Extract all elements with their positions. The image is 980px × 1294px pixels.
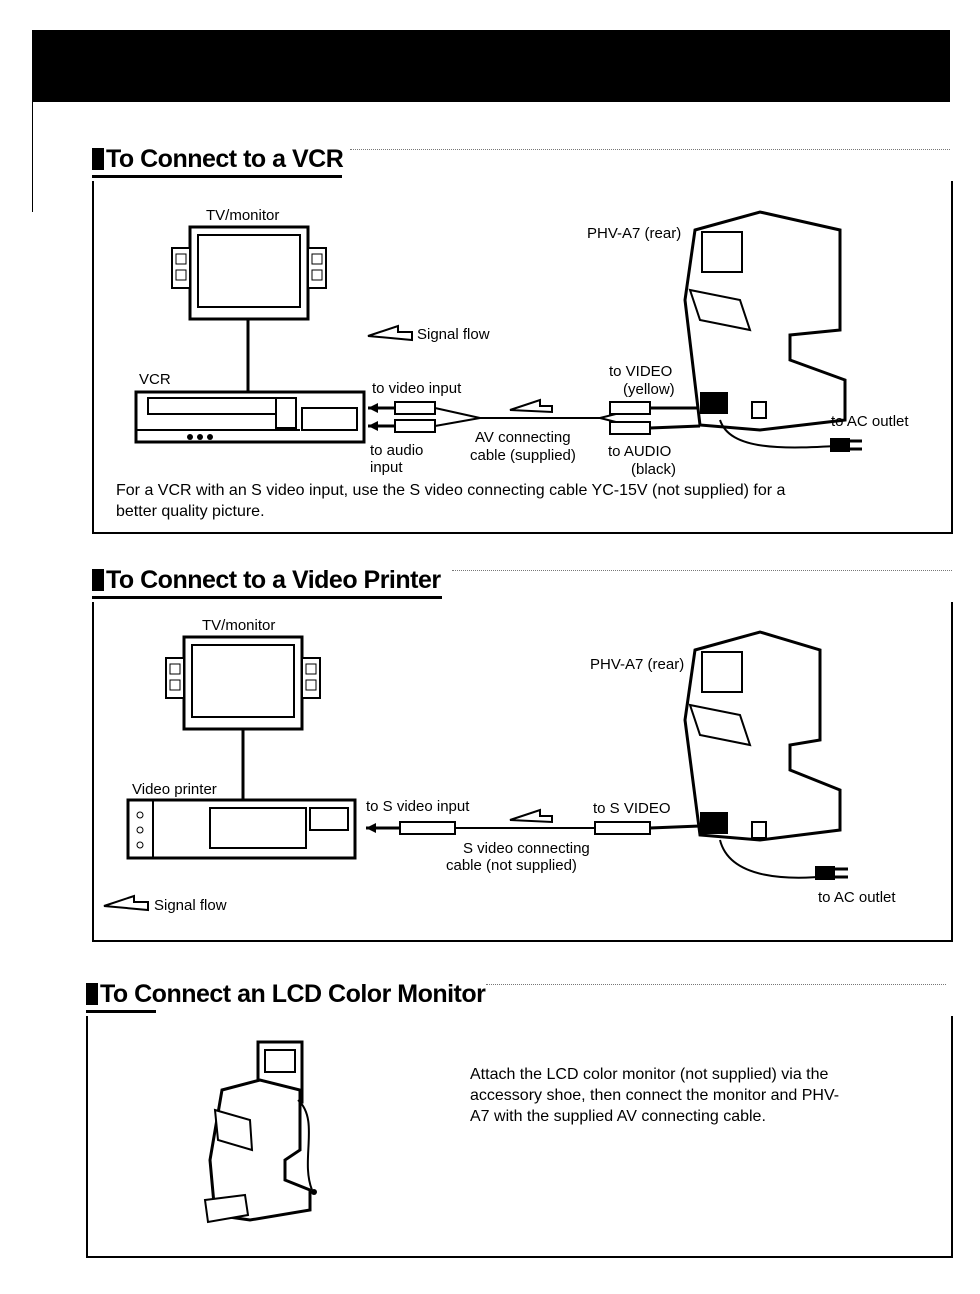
tv-monitor-icon: [165, 635, 321, 731]
tv-monitor-label: TV/monitor: [206, 207, 280, 224]
vcr-section: [92, 181, 953, 534]
vcr-note: For a VCR with an S video input, use the…: [116, 480, 936, 522]
signal-flow-arrow-icon: [367, 324, 413, 342]
phv-a7-label: PHV-A7 (rear): [587, 225, 682, 242]
s-video-input-label: to S video input: [366, 798, 470, 815]
vcr-title-text: To Connect to a VCR: [106, 145, 344, 173]
to-audio-label: to AUDIO: [608, 443, 672, 460]
audio-input-label: to audio: [370, 442, 424, 459]
phv-a7-with-lcd-monitor-icon: [203, 1040, 317, 1224]
to-audio-color-label: (black): [631, 461, 677, 478]
vcr-section-header: To Connect to a VCR: [92, 145, 952, 181]
signal-flow-label: Signal flow: [417, 326, 490, 343]
vcr-note-line-1: For a VCR with an S video input, use the…: [116, 482, 786, 499]
phv-a7-device-icon: [683, 210, 862, 452]
lcd-text-line-2: accessory shoe, then connect the monitor…: [470, 1087, 840, 1104]
to-video-color-label: (yellow): [623, 381, 675, 398]
printer-section-title: To Connect to a Video Printer: [92, 566, 441, 595]
s-video-cable-not-supplied-label: cable (not supplied): [446, 857, 577, 874]
ac-outlet-label: to AC outlet: [818, 889, 896, 906]
lcd-section-header: To Connect an LCD Color Monitor: [86, 980, 952, 1016]
lcd-instructions: Attach the LCD color monitor (not suppli…: [470, 1064, 920, 1127]
lcd-title-text: To Connect an LCD Color Monitor: [100, 980, 486, 1008]
av-cable: [368, 398, 701, 435]
margin-rule: [32, 102, 33, 212]
audio-input-label-2: input: [370, 459, 403, 476]
ac-outlet-label: to AC outlet: [831, 413, 909, 430]
header-underline: [92, 175, 342, 178]
lcd-text-line-1: Attach the LCD color monitor (not suppli…: [470, 1066, 829, 1083]
video-printer-icon: [126, 798, 357, 860]
to-video-label: to VIDEO: [609, 363, 673, 380]
header-dots: [350, 149, 950, 154]
vcr-device-icon: [134, 390, 366, 444]
header-dots: [452, 570, 952, 575]
printer-title-text: To Connect to a Video Printer: [106, 566, 441, 594]
section-mark-icon: [92, 148, 104, 170]
tv-monitor-label: TV/monitor: [202, 617, 276, 634]
signal-flow-arrow-icon: [103, 894, 149, 912]
lcd-section: [86, 1016, 953, 1258]
av-cable-label: AV connecting: [475, 429, 571, 446]
phv-a7-label: PHV-A7 (rear): [590, 656, 685, 673]
header-underline: [92, 596, 442, 599]
printer-section-header: To Connect to a Video Printer: [92, 566, 952, 602]
page-header-bar: [32, 30, 950, 102]
to-s-video-label: to S VIDEO: [593, 800, 671, 817]
video-printer-label: Video printer: [132, 781, 217, 798]
phv-a7-device-icon: [683, 630, 848, 880]
vcr-label: VCR: [139, 371, 171, 388]
vcr-section-title: To Connect to a VCR: [92, 145, 344, 174]
lcd-section-title: To Connect an LCD Color Monitor: [86, 980, 486, 1009]
signal-flow-label: Signal flow: [154, 897, 227, 914]
lcd-text-line-3: A7 with the supplied AV connecting cable…: [470, 1108, 766, 1125]
header-dots: [486, 984, 946, 989]
video-input-label: to video input: [372, 380, 462, 397]
header-underline: [86, 1010, 156, 1013]
printer-section: [92, 602, 953, 942]
s-video-cable: [366, 808, 701, 835]
section-mark-icon: [92, 569, 104, 591]
section-mark-icon: [86, 983, 98, 1005]
s-video-cable-label: S video connecting: [463, 840, 590, 857]
av-cable-supplied-label: cable (supplied): [470, 447, 576, 464]
vcr-note-line-2: better quality picture.: [116, 503, 265, 520]
